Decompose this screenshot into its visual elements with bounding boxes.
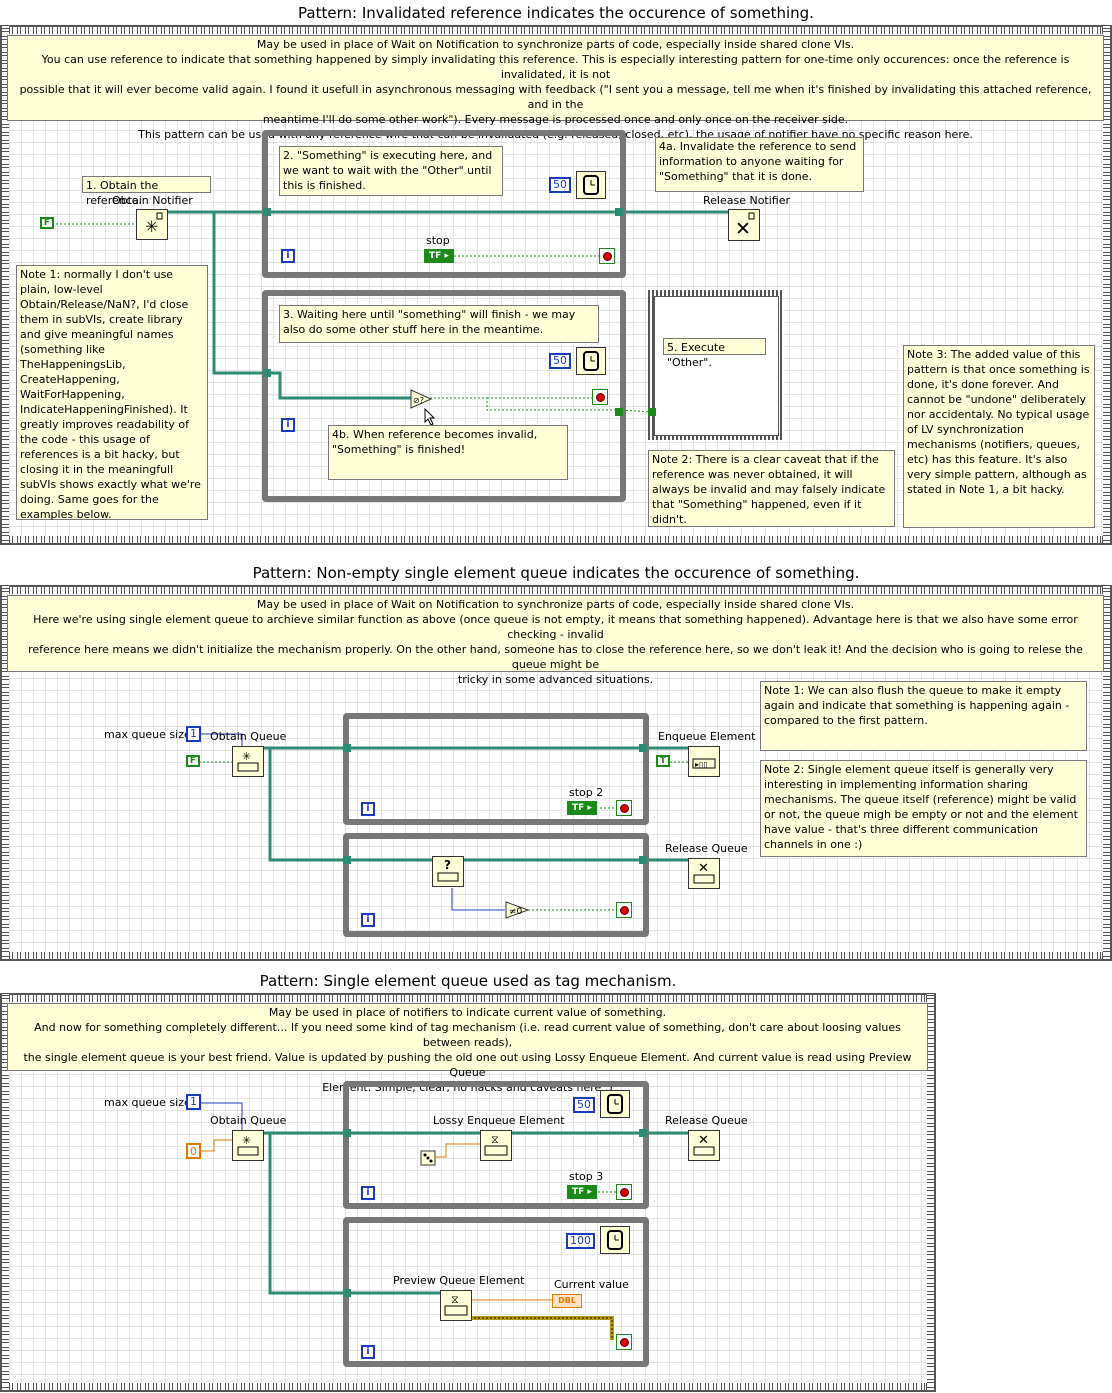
stop3-label: stop 3 bbox=[569, 1170, 604, 1183]
obtain-notifier-node[interactable]: ✳ bbox=[136, 209, 168, 240]
note2-panel2: Note 2: Single element queue itself is g… bbox=[760, 760, 1087, 857]
step5-note: 5. Execute "Other". bbox=[663, 338, 766, 369]
wait-ms-const-4: 100 bbox=[566, 1233, 595, 1249]
while-loop-waiting[interactable] bbox=[262, 290, 626, 502]
while-loop-preview-status[interactable] bbox=[343, 833, 649, 937]
svg-text:⧖: ⧖ bbox=[451, 1293, 459, 1306]
obtain-queue-label-3: Obtain Queue bbox=[210, 1114, 287, 1127]
release-notifier-icon: ✕ bbox=[735, 212, 755, 240]
svg-text:✕: ✕ bbox=[698, 1133, 709, 1148]
iteration-terminal-6: i bbox=[361, 1345, 375, 1359]
svg-text:✳: ✳ bbox=[242, 1134, 251, 1147]
release-queue-label-2: Release Queue bbox=[665, 842, 748, 855]
release-queue-node-2[interactable]: ✕ bbox=[688, 858, 720, 889]
preview-queue-icon: ⧖ bbox=[444, 1293, 468, 1316]
wait-ms-icon-4 bbox=[600, 1226, 630, 1254]
step2-note: 2. "Something" is executing here, and we… bbox=[279, 146, 503, 196]
svg-text:✳: ✳ bbox=[242, 750, 251, 763]
lossy-enqueue-node[interactable]: ⧖ bbox=[480, 1130, 512, 1161]
enqueue-icon: ▸▯▯ bbox=[692, 758, 716, 769]
panel1-title: Pattern: Invalidated reference indicates… bbox=[298, 4, 814, 22]
iteration-terminal-3: i bbox=[361, 802, 375, 816]
current-value-label: Current value bbox=[554, 1278, 629, 1291]
iteration-terminal-5: i bbox=[361, 1186, 375, 1200]
get-queue-status-node[interactable]: ? bbox=[432, 856, 464, 887]
loop-condition-terminal-5 bbox=[616, 1184, 632, 1200]
queue-status-icon: ? bbox=[437, 858, 459, 882]
release-notifier-label: Release Notifier bbox=[703, 194, 791, 207]
release-queue-icon: ✕ bbox=[693, 861, 715, 884]
iteration-terminal-1: i bbox=[281, 249, 295, 263]
wait-ms-const-1: 50 bbox=[549, 177, 571, 193]
note1-panel2: Note 1: We can also flush the queue to m… bbox=[760, 681, 1087, 751]
enqueue-node[interactable]: ▸▯▯ bbox=[688, 746, 720, 777]
true-constant: T bbox=[656, 755, 670, 767]
max-queue-size-label-3: max queue size bbox=[104, 1096, 191, 1109]
obtain-queue-icon: ✳ bbox=[237, 750, 259, 772]
stop-button[interactable]: TF ▸ bbox=[424, 249, 454, 263]
wait-ms-icon-1 bbox=[576, 171, 606, 199]
preview-queue-node[interactable]: ⧖ bbox=[440, 1290, 472, 1321]
current-value-indicator: DBL bbox=[552, 1294, 582, 1308]
obtain-queue-node-3[interactable]: ✳ bbox=[232, 1130, 264, 1161]
step1-note: 1. Obtain the reference. bbox=[82, 176, 211, 207]
svg-text:✕: ✕ bbox=[698, 861, 709, 876]
release-queue-node-3[interactable]: ✕ bbox=[688, 1130, 720, 1161]
obtain-notifier-label: Obtain Notifier bbox=[112, 194, 193, 207]
loop-condition-terminal-4 bbox=[616, 902, 632, 918]
max-queue-size-const-2: 1 bbox=[186, 726, 201, 742]
iteration-terminal-4: i bbox=[361, 913, 375, 927]
svg-text:⧖: ⧖ bbox=[491, 1133, 499, 1146]
obtain-queue-node-2[interactable]: ✳ bbox=[232, 746, 264, 777]
loop-condition-terminal-2 bbox=[592, 389, 608, 405]
step4a-note: 4a. Invalidate the reference to send inf… bbox=[655, 137, 864, 192]
svg-text:✕: ✕ bbox=[735, 218, 751, 240]
svg-text:▸▯▯: ▸▯▯ bbox=[695, 760, 708, 769]
stop-label: stop bbox=[426, 234, 450, 247]
enqueue-label: Enqueue Element bbox=[658, 730, 756, 743]
svg-text:?: ? bbox=[444, 858, 451, 872]
false-constant: F bbox=[40, 217, 54, 229]
while-loop-enqueue[interactable] bbox=[343, 713, 649, 825]
preview-label: Preview Queue Element bbox=[393, 1274, 525, 1287]
svg-text:✳: ✳ bbox=[145, 217, 158, 236]
panel2-header-note: May be used in place of Wait on Notifica… bbox=[7, 595, 1104, 686]
wait-ms-const-3: 50 bbox=[573, 1097, 595, 1113]
max-queue-size-const-3: 1 bbox=[186, 1094, 201, 1110]
panel1-header-note: May be used in place of Wait on Notifica… bbox=[7, 35, 1104, 141]
lossy-enqueue-label: Lossy Enqueue Element bbox=[433, 1114, 565, 1127]
release-queue-icon-3: ✕ bbox=[693, 1133, 715, 1156]
obtain-notifier-icon: ✳ bbox=[145, 212, 163, 236]
loop-condition-terminal-6 bbox=[616, 1334, 632, 1350]
false-constant-2: F bbox=[186, 755, 200, 767]
iteration-terminal-2: i bbox=[281, 418, 295, 432]
note1-panel1: Note 1: normally I don't use plain, low-… bbox=[16, 265, 208, 521]
step3-note: 3. Waiting here until "something" will f… bbox=[279, 305, 599, 343]
release-notifier-node[interactable]: ✕ bbox=[728, 209, 760, 241]
obtain-queue-icon-3: ✳ bbox=[237, 1134, 259, 1156]
panel3-header-note: May be used in place of notifiers to ind… bbox=[7, 1003, 928, 1094]
loop-condition-terminal-3 bbox=[616, 800, 632, 816]
while-loop-lossy-enqueue[interactable] bbox=[343, 1081, 649, 1209]
stop3-button[interactable]: TF ▸ bbox=[567, 1185, 597, 1199]
wait-ms-icon-2 bbox=[576, 347, 606, 375]
max-queue-size-label-2: max queue size bbox=[104, 728, 191, 741]
panel3-title: Pattern: Single element queue used as ta… bbox=[259, 972, 677, 990]
note3-panel1: Note 3: The added value of this pattern … bbox=[903, 345, 1095, 528]
while-loop-something[interactable] bbox=[262, 130, 626, 278]
wait-ms-icon-3 bbox=[600, 1090, 630, 1118]
flat-sequence-inner bbox=[654, 296, 779, 436]
stop2-label: stop 2 bbox=[569, 786, 604, 799]
wait-ms-const-2: 50 bbox=[549, 353, 571, 369]
note2-panel1: Note 2: There is a clear caveat that if … bbox=[648, 450, 895, 527]
step4b-note: 4b. When reference becomes invalid, "Som… bbox=[328, 425, 568, 480]
panel2-title: Pattern: Non-empty single element queue … bbox=[252, 564, 860, 582]
release-queue-label-3: Release Queue bbox=[665, 1114, 748, 1127]
stop2-button[interactable]: TF ▸ bbox=[567, 801, 597, 815]
zero-constant: 0 bbox=[186, 1143, 201, 1159]
lossy-enqueue-icon: ⧖ bbox=[484, 1133, 508, 1156]
obtain-queue-label-2: Obtain Queue bbox=[210, 730, 287, 743]
loop-condition-terminal-1 bbox=[599, 248, 615, 264]
